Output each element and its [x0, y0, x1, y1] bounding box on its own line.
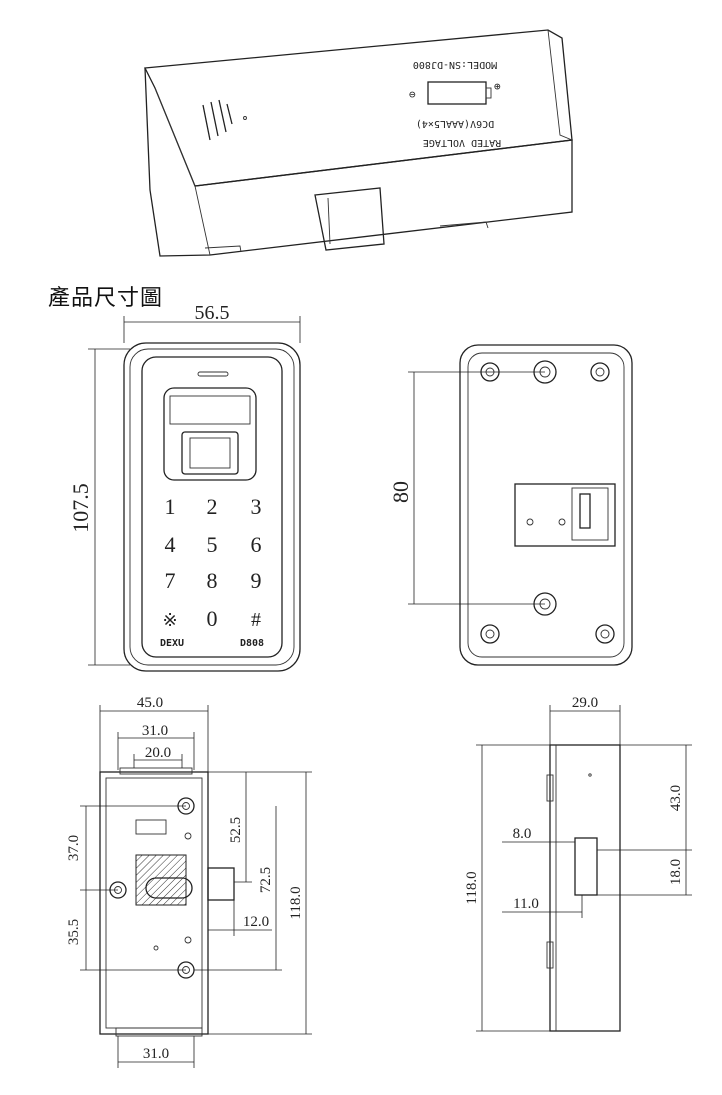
left-35-label: 35.5 — [66, 919, 82, 945]
back-view-drawing: 80 — [388, 344, 633, 666]
back-hole-spacing-label: 80 — [388, 481, 413, 503]
front-width-label: 56.5 — [195, 302, 230, 324]
key-4: 4 — [165, 532, 176, 557]
device-model-label: D808 — [240, 638, 264, 649]
battery-voltage-label: RATED VOLTAGE — [423, 137, 501, 148]
width-20-label: 20.0 — [145, 745, 171, 761]
side-view-a-drawing: 45.0 31.0 20.0 118.0 72.5 52.5 1 — [66, 695, 312, 1068]
key-7: 7 — [165, 568, 176, 593]
brand-label: DEXU — [160, 638, 184, 649]
offset-11-label: 11.0 — [513, 896, 539, 912]
key-2: 2 — [207, 494, 218, 519]
mid-18-label: 18.0 — [668, 859, 684, 885]
plus-sign: ⊕ — [494, 80, 501, 93]
battery-model-label: MODEL:SN-DJ800 — [413, 59, 497, 70]
front-view-drawing: 1 2 3 4 5 6 7 8 9 ※ 0 # DEXU D808 56.5 — [68, 302, 301, 672]
key-6: 6 — [251, 532, 262, 557]
height-118-label: 118.0 — [288, 886, 304, 919]
battery-voltage-value: DC6V(AAAL5×4) — [416, 118, 494, 129]
key-star: ※ — [162, 610, 177, 630]
key-1: 1 — [165, 494, 176, 519]
side-view-b-drawing: 29.0 118.0 43.0 18.0 8.0 11.0 — [464, 695, 692, 1032]
height-72-label: 72.5 — [258, 867, 274, 893]
key-hash: # — [251, 609, 261, 631]
page-heading: 產品尺寸圖 — [48, 286, 164, 311]
offset-8-label: 8.0 — [513, 826, 532, 842]
width-31-label: 31.0 — [142, 723, 168, 739]
front-height-label: 107.5 — [68, 483, 93, 533]
key-3: 3 — [251, 494, 262, 519]
bottom-31-label: 31.0 — [143, 1046, 169, 1062]
battery-box-drawing: ⊖ ⊕ MODEL:SN-DJ800 DC6V(AAAL5×4) RATED V… — [143, 29, 573, 257]
top-43-label: 43.0 — [668, 785, 684, 811]
height-52-label: 52.5 — [228, 817, 244, 843]
key-5: 5 — [207, 532, 218, 557]
bolt-12-label: 12.0 — [243, 914, 269, 930]
width-45-label: 45.0 — [137, 695, 163, 711]
width-29-label: 29.0 — [572, 695, 598, 711]
key-8: 8 — [207, 568, 218, 593]
minus-sign: ⊖ — [409, 88, 416, 101]
height-118b-label: 118.0 — [464, 871, 480, 904]
key-9: 9 — [251, 568, 262, 593]
key-0: 0 — [207, 606, 218, 631]
left-37-label: 37.0 — [66, 835, 82, 861]
